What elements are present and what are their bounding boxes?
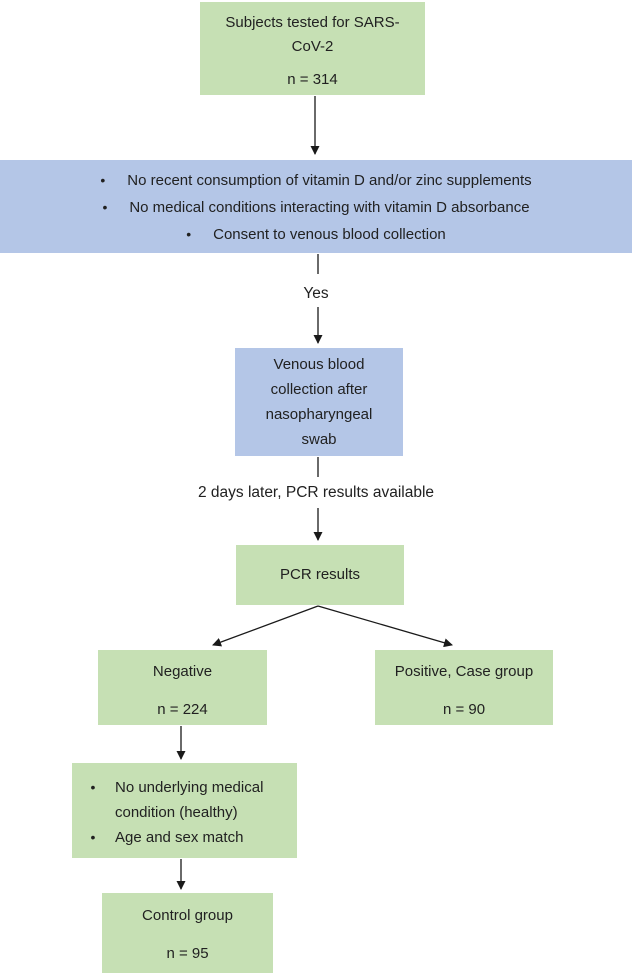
negative-count: n = 224 [157, 701, 208, 718]
yes-label: Yes [303, 285, 329, 302]
eligibility-item: • No recent consumption of vitamin D and… [0, 167, 632, 194]
control-title: Control group [142, 907, 233, 924]
eligibility-item: • Consent to venous blood collection [0, 221, 632, 248]
subjects-title: Subjects tested for SARS-CoV-2 [225, 14, 400, 55]
pcr-note-label: 2 days later, PCR results available [197, 484, 435, 501]
matching-item-text: Age and sex match [115, 829, 244, 846]
negative-title: Negative [152, 663, 213, 680]
positive-count: n = 90 [442, 701, 486, 718]
matching-item-text: No underlying medical condition (healthy… [115, 779, 264, 821]
subjects-count: n = 314 [287, 71, 338, 88]
matching-item: • No underlying medical condition (healt… [84, 775, 291, 825]
control-group-box: Control group n = 95 [102, 893, 273, 973]
positive-title: Positive, Case group [394, 663, 534, 680]
bullet-icon: • [186, 226, 192, 242]
arrow-pcr-to-negative [212, 605, 319, 647]
bullet-icon: • [100, 172, 106, 188]
control-count: n = 95 [166, 945, 209, 962]
negative-box: Negative n = 224 [98, 650, 267, 725]
eligibility-banner: • No recent consumption of vitamin D and… [0, 160, 632, 253]
positive-case-box: Positive, Case group n = 90 [375, 650, 553, 725]
bullet-icon: • [90, 829, 96, 845]
bullet-icon: • [102, 199, 108, 215]
matching-item: • Age and sex match [84, 825, 291, 850]
eligibility-item-text: Consent to venous blood collection [213, 226, 446, 243]
pcr-results-box: PCR results [236, 545, 404, 605]
matching-criteria-box: • No underlying medical condition (healt… [72, 763, 297, 858]
venous-collection-box: Venous blood collection after nasopharyn… [235, 348, 403, 456]
eligibility-item-text: No recent consumption of vitamin D and/o… [127, 172, 532, 189]
arrow-pcr-to-positive [317, 605, 453, 648]
eligibility-item-text: No medical conditions interacting with v… [129, 199, 530, 216]
pcr-results-text: PCR results [279, 566, 361, 583]
bullet-icon: • [90, 779, 96, 795]
eligibility-item: • No medical conditions interacting with… [0, 194, 632, 221]
subjects-box: Subjects tested for SARS-CoV-2 n = 314 [200, 2, 425, 95]
venous-collection-text: Venous blood collection after nasopharyn… [265, 356, 373, 448]
